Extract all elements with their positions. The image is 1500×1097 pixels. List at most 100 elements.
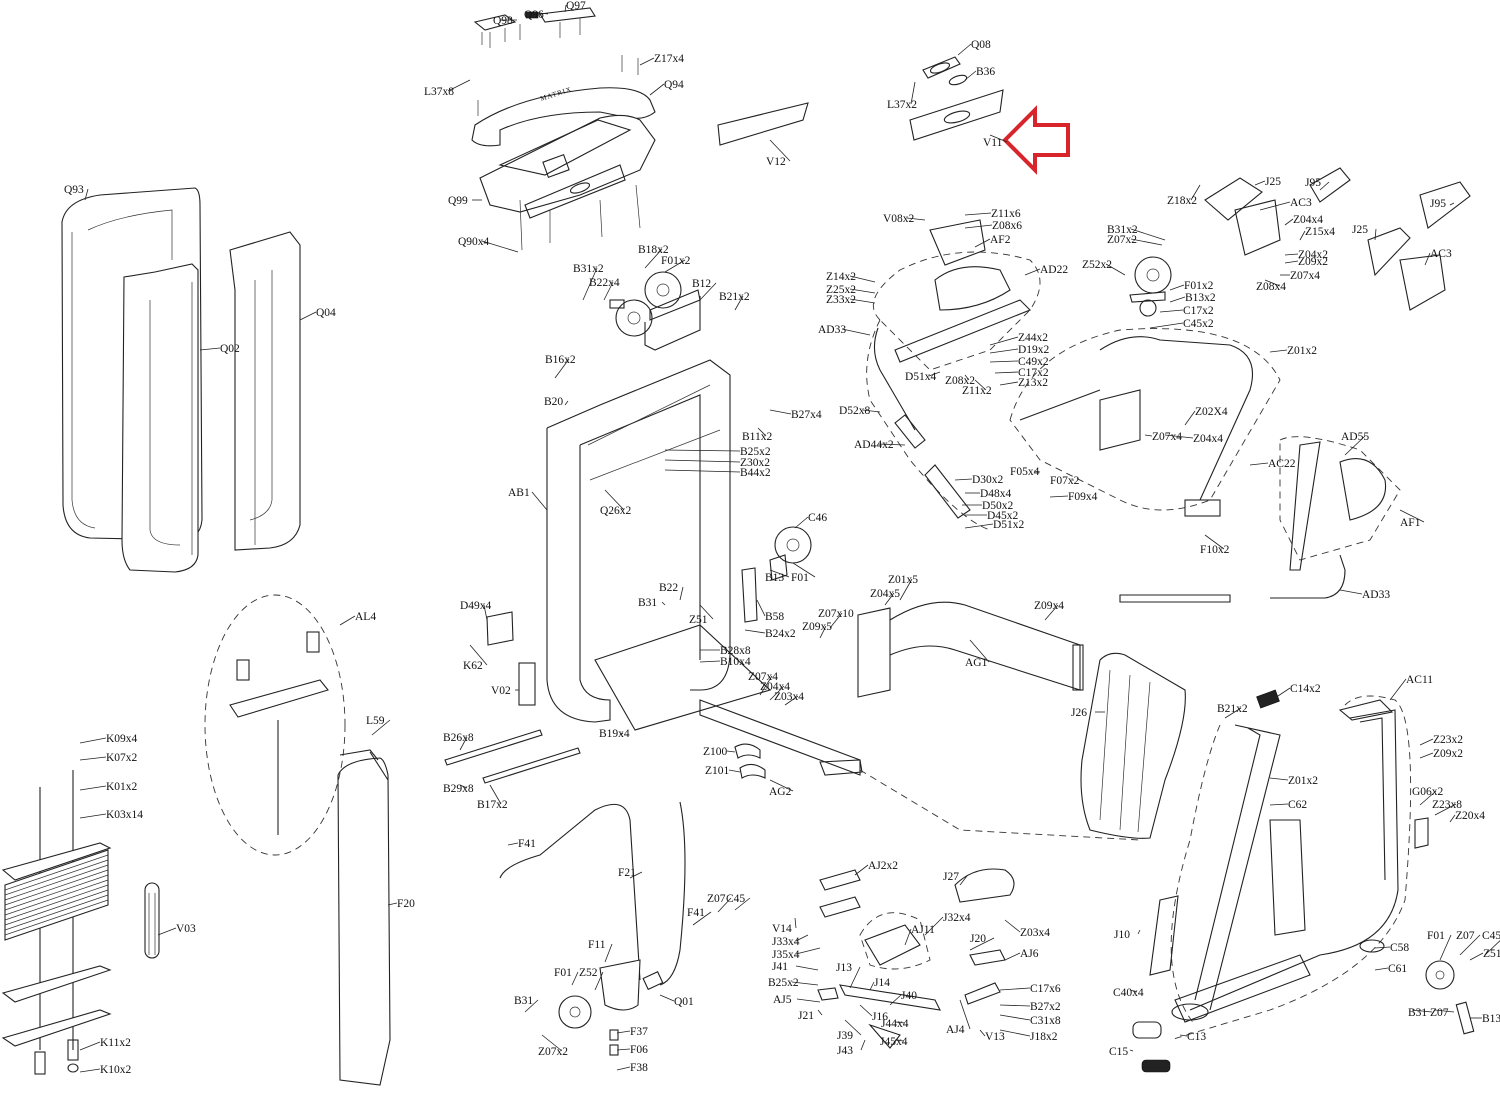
part-label-text: AC3 bbox=[1430, 248, 1452, 260]
leader-line bbox=[841, 328, 871, 336]
leader-line bbox=[1459, 934, 1481, 956]
leader-line bbox=[1389, 678, 1407, 701]
part-label-text: F41 bbox=[687, 907, 705, 919]
part-label: Z18x2 bbox=[1167, 184, 1201, 207]
part-label-text: J43 bbox=[837, 1045, 853, 1057]
part-label: J10 bbox=[1114, 929, 1141, 941]
leader-line bbox=[795, 965, 819, 971]
leader-line bbox=[1319, 181, 1330, 191]
leader-line bbox=[629, 871, 643, 879]
part-label-text: J26 bbox=[1071, 707, 1087, 719]
leader-line bbox=[649, 83, 665, 96]
part-label-text: F21 bbox=[618, 867, 636, 879]
part-label: J14 bbox=[869, 977, 890, 991]
leader-line bbox=[964, 374, 970, 381]
part-label-text: Z07x4 bbox=[748, 671, 778, 683]
leader-line bbox=[603, 281, 614, 301]
part-label: B12 bbox=[692, 278, 717, 301]
leader-line bbox=[795, 947, 821, 955]
part-label-text: C17x6 bbox=[1030, 983, 1061, 995]
part-label-text: B44x2 bbox=[740, 467, 771, 479]
leader-line bbox=[564, 4, 567, 13]
part-label-text: C14x2 bbox=[1290, 683, 1321, 695]
part-label: J18x2 bbox=[999, 1029, 1058, 1043]
leader-line bbox=[1249, 462, 1269, 466]
part-label: Z15x4 bbox=[1299, 226, 1335, 241]
leader-line bbox=[849, 298, 876, 304]
part-label: AJ5 bbox=[773, 994, 821, 1006]
part-label: C31x8 bbox=[999, 1014, 1061, 1027]
leader-line bbox=[79, 756, 107, 761]
part-label: Z44x2 bbox=[989, 332, 1048, 346]
part-label: Q99 bbox=[448, 195, 482, 207]
part-label: J44x4 bbox=[881, 1018, 909, 1030]
part-label: AJ11 bbox=[904, 924, 935, 946]
leader-line bbox=[661, 601, 666, 606]
leader-line bbox=[969, 937, 995, 951]
leader-line bbox=[728, 769, 741, 773]
leader-line bbox=[1184, 410, 1196, 426]
part-label-text: F20 bbox=[397, 898, 415, 910]
part-label-text: B31 bbox=[638, 597, 657, 609]
part-label: D49x4 bbox=[460, 600, 492, 621]
part-label: Q04 bbox=[299, 307, 336, 321]
part-label-text: B27x2 bbox=[1030, 1001, 1061, 1013]
part-label: J45x4 bbox=[880, 1036, 908, 1048]
part-label-text: B58 bbox=[765, 611, 784, 623]
leader-line bbox=[1374, 946, 1391, 949]
leader-line bbox=[859, 1004, 873, 1017]
leader-line bbox=[1344, 435, 1366, 456]
part-label: Z07x4 bbox=[748, 671, 778, 696]
base-rails bbox=[444, 729, 581, 784]
leader-line bbox=[541, 1034, 563, 1052]
leader-line bbox=[339, 615, 356, 626]
part-label-text: Q26x2 bbox=[600, 505, 632, 517]
leader-line bbox=[928, 371, 941, 377]
leader-line bbox=[999, 1004, 1031, 1007]
part-label: C58 bbox=[1374, 942, 1409, 954]
part-label-text: Z100 bbox=[703, 746, 728, 758]
part-label: D30x2 bbox=[954, 474, 1004, 486]
leader-line bbox=[964, 212, 992, 216]
leader-line bbox=[957, 43, 972, 56]
leader-line bbox=[994, 371, 1019, 374]
back-pad-j26 bbox=[1080, 652, 1186, 839]
part-label: D51x2 bbox=[964, 519, 1025, 531]
part-label: B13x2 bbox=[1169, 292, 1216, 304]
part-label: C49x2 bbox=[989, 356, 1049, 368]
part-label: Q97 bbox=[564, 0, 586, 13]
part-label: Z08x4 bbox=[1256, 279, 1286, 293]
leader-line bbox=[79, 737, 107, 744]
part-label-text: F05x4 bbox=[1010, 466, 1040, 478]
part-label-text: V12 bbox=[766, 156, 786, 168]
part-label: F01x2 bbox=[1169, 280, 1214, 292]
part-label: K10x2 bbox=[79, 1064, 132, 1076]
part-label: F21 bbox=[618, 867, 643, 879]
part-label: B25x2 bbox=[664, 446, 771, 458]
leader-line bbox=[854, 864, 869, 876]
leader-line bbox=[844, 1019, 862, 1036]
part-label: F38 bbox=[616, 1062, 648, 1074]
leader-line bbox=[79, 813, 107, 819]
leader-line bbox=[157, 927, 177, 936]
part-label-text: B26x8 bbox=[443, 732, 474, 744]
leader-line bbox=[744, 629, 766, 634]
part-label: B13 bbox=[1470, 1013, 1500, 1025]
part-label-text: Z30x2 bbox=[740, 457, 770, 469]
shroud-q93 bbox=[61, 187, 203, 541]
part-label: Z01x2 bbox=[1269, 345, 1317, 357]
part-label: Z07x4 bbox=[1144, 431, 1182, 443]
cable-assembly bbox=[499, 801, 686, 1056]
part-label: F10x2 bbox=[1200, 534, 1230, 556]
part-label: J13 bbox=[836, 962, 861, 989]
part-label-text: D51x4 bbox=[905, 371, 937, 383]
leader-line bbox=[1434, 803, 1457, 816]
part-label: Z03x4 bbox=[774, 691, 804, 706]
part-label-text: B21x2 bbox=[719, 291, 750, 303]
leader-line bbox=[1204, 534, 1225, 550]
part-label: J16 bbox=[859, 1004, 888, 1023]
leader-line bbox=[954, 478, 973, 481]
leader-line bbox=[734, 295, 744, 311]
leader-line bbox=[1339, 589, 1363, 595]
part-label-text: J40 bbox=[901, 990, 917, 1002]
